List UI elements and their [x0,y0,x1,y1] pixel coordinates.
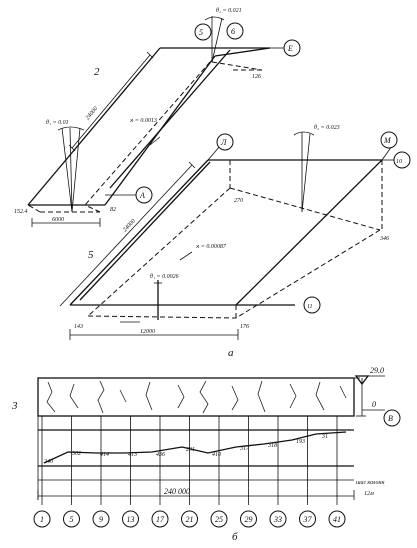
total-length: 240 000 [164,487,190,496]
axis-bubble-5 [63,510,80,528]
axis-bubble-17 [151,510,169,528]
axis-marker-b [383,409,401,427]
axis-label-l: Л [220,138,227,147]
panel-bottom-corner-270: 270 [234,198,243,204]
axis-bubble-9 [92,510,110,528]
panel-top-kappa: ϰ = 0.0013 [130,118,157,124]
part-b-number: 3 [11,400,18,412]
panel-bottom-length: 24000 [121,218,136,234]
part-b: 3 В 29.0 0 шаг колонн [11,366,401,528]
panel-top-corner-152: 152.4 [14,208,28,215]
axis-bubble-label-25: 25 [215,515,223,524]
elevation-zero: 0 [372,400,376,409]
axis-bubble-label-29: 29 [245,515,253,524]
panel-top-theta-left: θ₁ = 0.01 [46,120,69,126]
panel-top-corner-82: 82 [110,207,116,213]
panel-bottom-kappa: ϰ = 0.00087 [196,244,227,250]
axis-bubble-label-33: 33 [273,515,282,524]
deflection-value: 413 [128,451,137,458]
panel-top-theta-top: θ₂ = 0.021 [216,8,242,14]
axis-bubble-25 [210,510,228,528]
panel-bottom-width: 12000 [140,329,155,335]
axis-label-b: В [388,414,393,423]
axis-marker-6 [226,22,244,40]
axis-bubble-29 [240,510,257,528]
axis-label-6: 6 [231,27,235,36]
axis-bubble-label-41: 41 [333,515,341,524]
deflection-value: 302 [71,451,81,457]
axis-marker-10 [393,151,411,169]
axis-bubble-37 [299,510,316,528]
deflection-value: 291 [186,447,195,453]
axis-marker-e [283,39,301,57]
panel-top-width: 6000 [52,217,64,223]
panel-bottom-corner-143: 143 [74,323,83,330]
axis-bubble-41 [328,510,346,528]
axis-bubble-33 [269,510,287,528]
deflection-value: 410 [212,451,221,458]
column-step-value: 12м [364,491,374,497]
column-step-label: шаг колонн [356,480,384,486]
panel-top-number: 2 [94,66,100,78]
deflection-value: 31 [321,434,328,440]
axis-bubble-label-5: 5 [70,515,74,524]
deflection-value: 193 [296,439,305,445]
panel-bottom-number: 5 [88,249,94,261]
axis-marker-m [380,131,398,149]
axis-bubble-label-13: 13 [127,515,135,524]
deflection-value: 240 [44,458,53,465]
part-b-label: б [232,531,238,543]
axis-label-5: 5 [199,28,203,37]
axis-bubble-label-37: 37 [303,515,313,524]
axis-bubble-label-9: 9 [99,515,103,524]
axis-bubble-label-17: 17 [156,515,165,524]
panel-bottom: Л М 10 11 5 θ₂ = 0.023 θ₁ = 0.0026 ϰ = 0… [59,125,411,340]
panel-bottom-theta-bottom: θ₁ = 0.0026 [150,274,179,280]
axis-marker-l [216,133,234,151]
wall-band [37,377,355,417]
axis-label-11: 11 [307,304,313,310]
axis-bubble-1 [33,510,51,528]
deflection-value: 414 [100,451,109,458]
deflection-value: 317 [239,446,250,452]
deflection-value: 436 [156,451,165,458]
axis-marker-a [135,186,153,204]
panel-bottom-corner-176: 176 [240,324,249,330]
axis-bubble-13 [122,510,139,528]
deflection-curve [43,431,347,464]
axis-bubble-21 [181,510,198,528]
panel-bottom-theta-top: θ₂ = 0.023 [314,125,340,131]
panel-bottom-corner-346: 346 [379,235,389,242]
axis-label-10: 10 [396,159,402,165]
top-elevation: 29.0 [370,366,384,375]
axis-label-m: М [383,136,392,145]
axis-label-e: E [287,44,293,53]
axis-label-a: A [139,191,145,200]
axis-bubble-label-21: 21 [186,515,194,524]
deflection-value: 318 [267,443,277,449]
panel-top-corner-126: 126 [252,74,261,80]
panel-top: 5 6 E A 2 θ₂ = 0.021 θ₁ = 0.01 ϰ = 0.001… [14,8,301,227]
axis-marker-11 [303,296,321,314]
part-a-label: а [228,347,234,359]
axis-bubble-label-1: 1 [40,515,44,524]
axis-marker-5 [194,23,212,41]
